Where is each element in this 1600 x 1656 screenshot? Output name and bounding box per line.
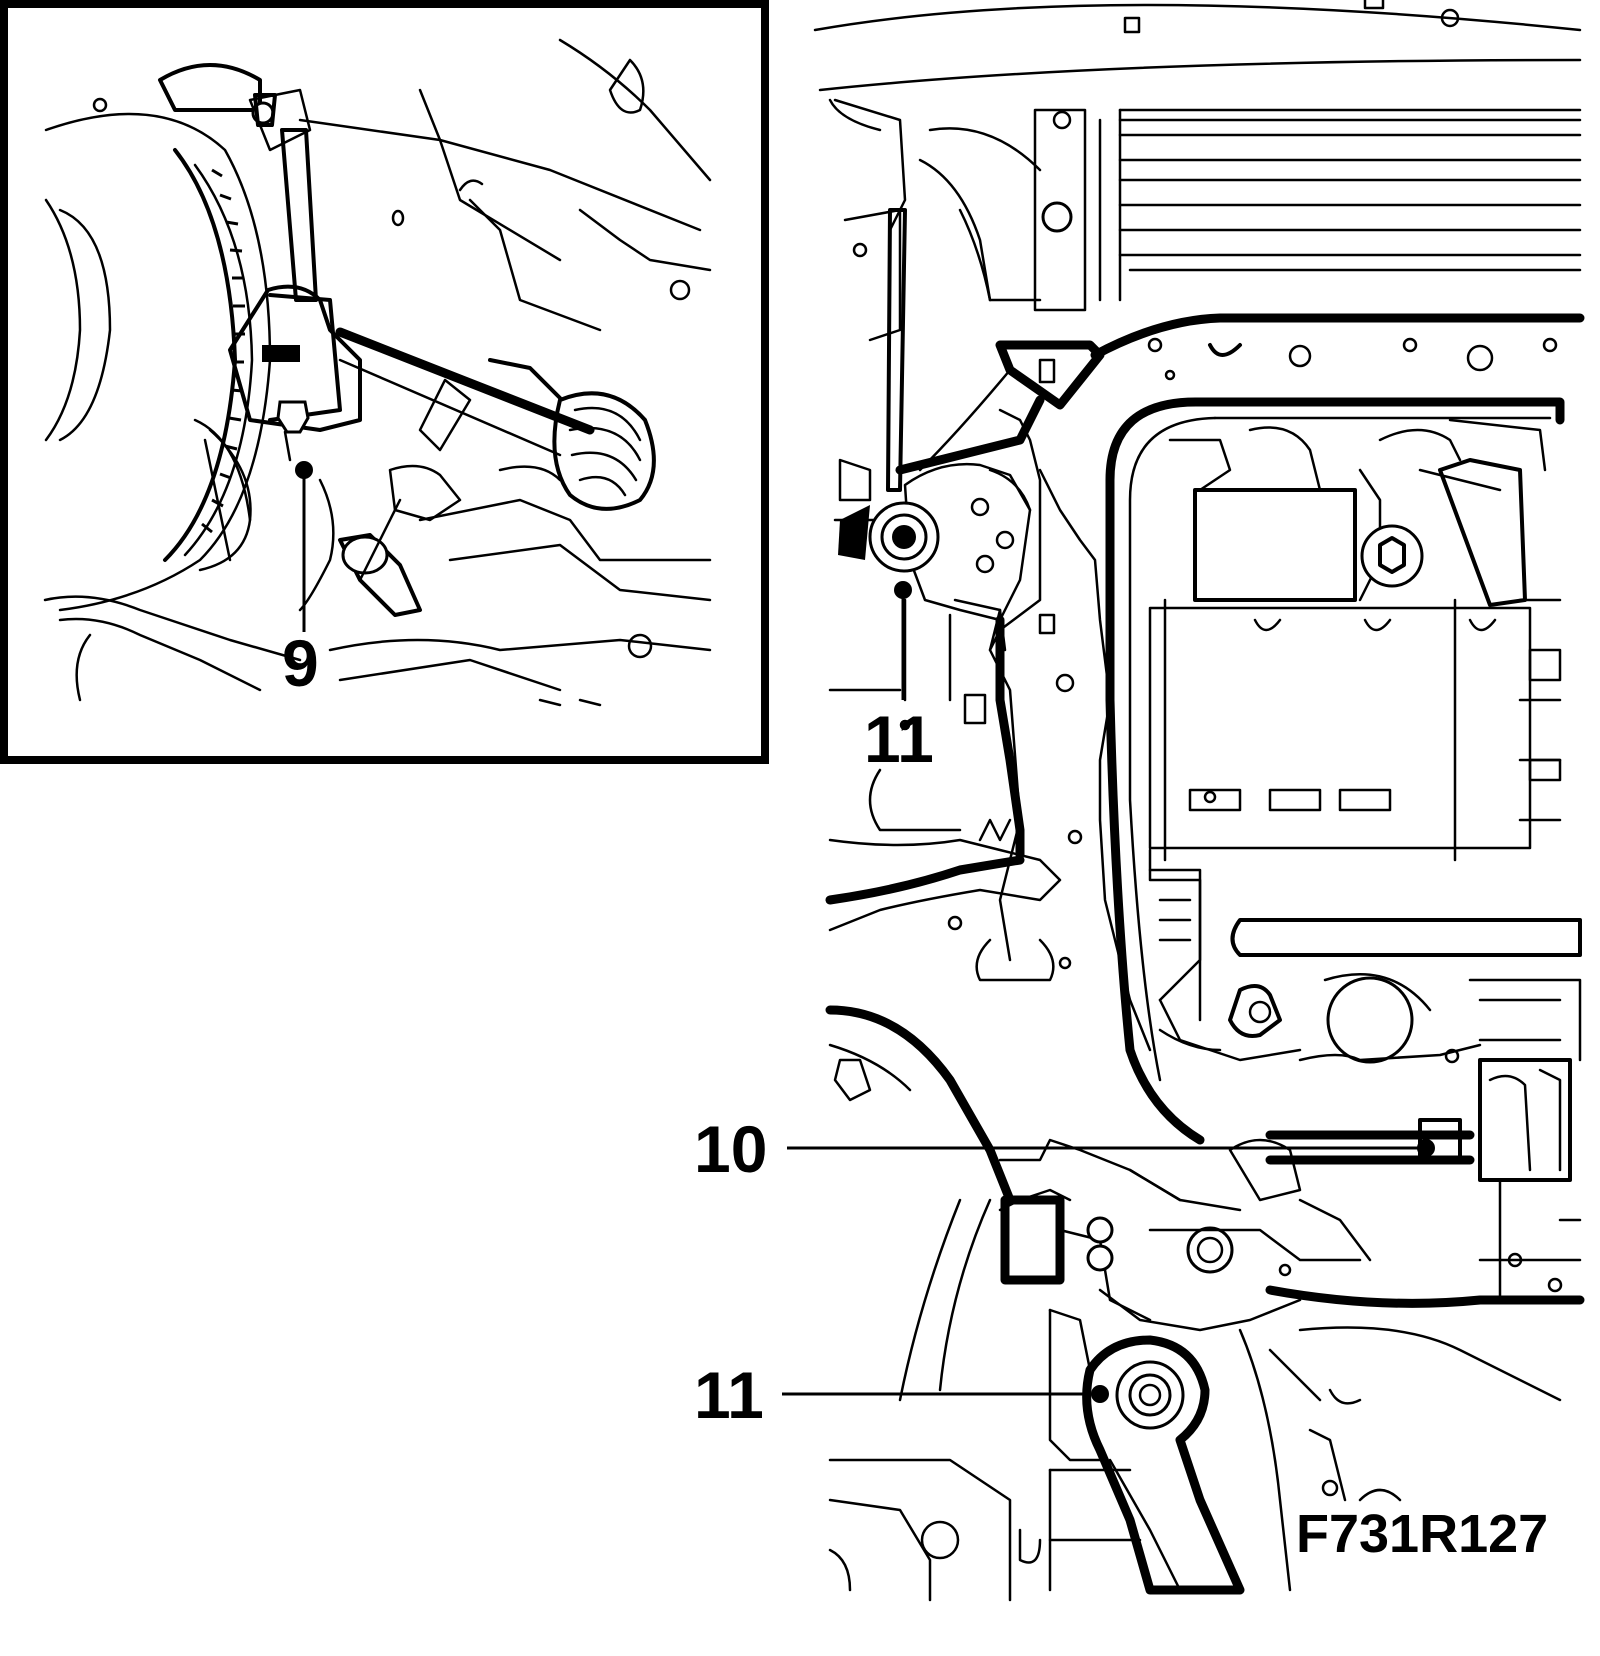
inset-knuckle-and-subframe [43, 464, 712, 707]
figure-code: F731R127 [1296, 1504, 1548, 1564]
callout-9: 9 [282, 626, 319, 700]
upper-mount-11 [825, 462, 1062, 982]
callout-9-group: 9 [282, 461, 319, 700]
callout-10: 10 [694, 1112, 767, 1186]
leader-dot-11-bottom [1091, 1385, 1109, 1403]
engine-components [1148, 418, 1562, 1022]
lower-subframe [825, 1005, 1585, 1332]
inset-control-arm [193, 284, 362, 572]
callout-10-group: 10 [694, 1112, 1435, 1186]
callout-11-top-group: 11 [864, 581, 934, 776]
callout-11-bottom: 11 [694, 1358, 764, 1432]
main-underbody-view [813, 0, 1585, 1602]
subframe-main-outline [895, 313, 1585, 1145]
bumper-and-radiator [813, 0, 1582, 312]
left-strut-area [833, 98, 907, 560]
lower-mount-11 [1048, 1308, 1245, 1595]
exhaust-pipe-and-crossmember [1148, 868, 1582, 1064]
callout-11-bottom-group: 11 [694, 1358, 1109, 1432]
leader-dot-9 [295, 461, 313, 479]
inset-tie-rod-boot [335, 327, 656, 511]
lower-mount-10 [1228, 1058, 1582, 1302]
inset-upper-structure [92, 38, 712, 332]
leader-dot-10 [1417, 1139, 1435, 1157]
callout-11-top: 11 [864, 702, 934, 776]
inset-detail-view [0, 0, 769, 764]
bottom-panels [828, 1198, 1562, 1602]
inset-brake-disc [44, 112, 272, 612]
leader-dot-11-top [894, 581, 912, 599]
